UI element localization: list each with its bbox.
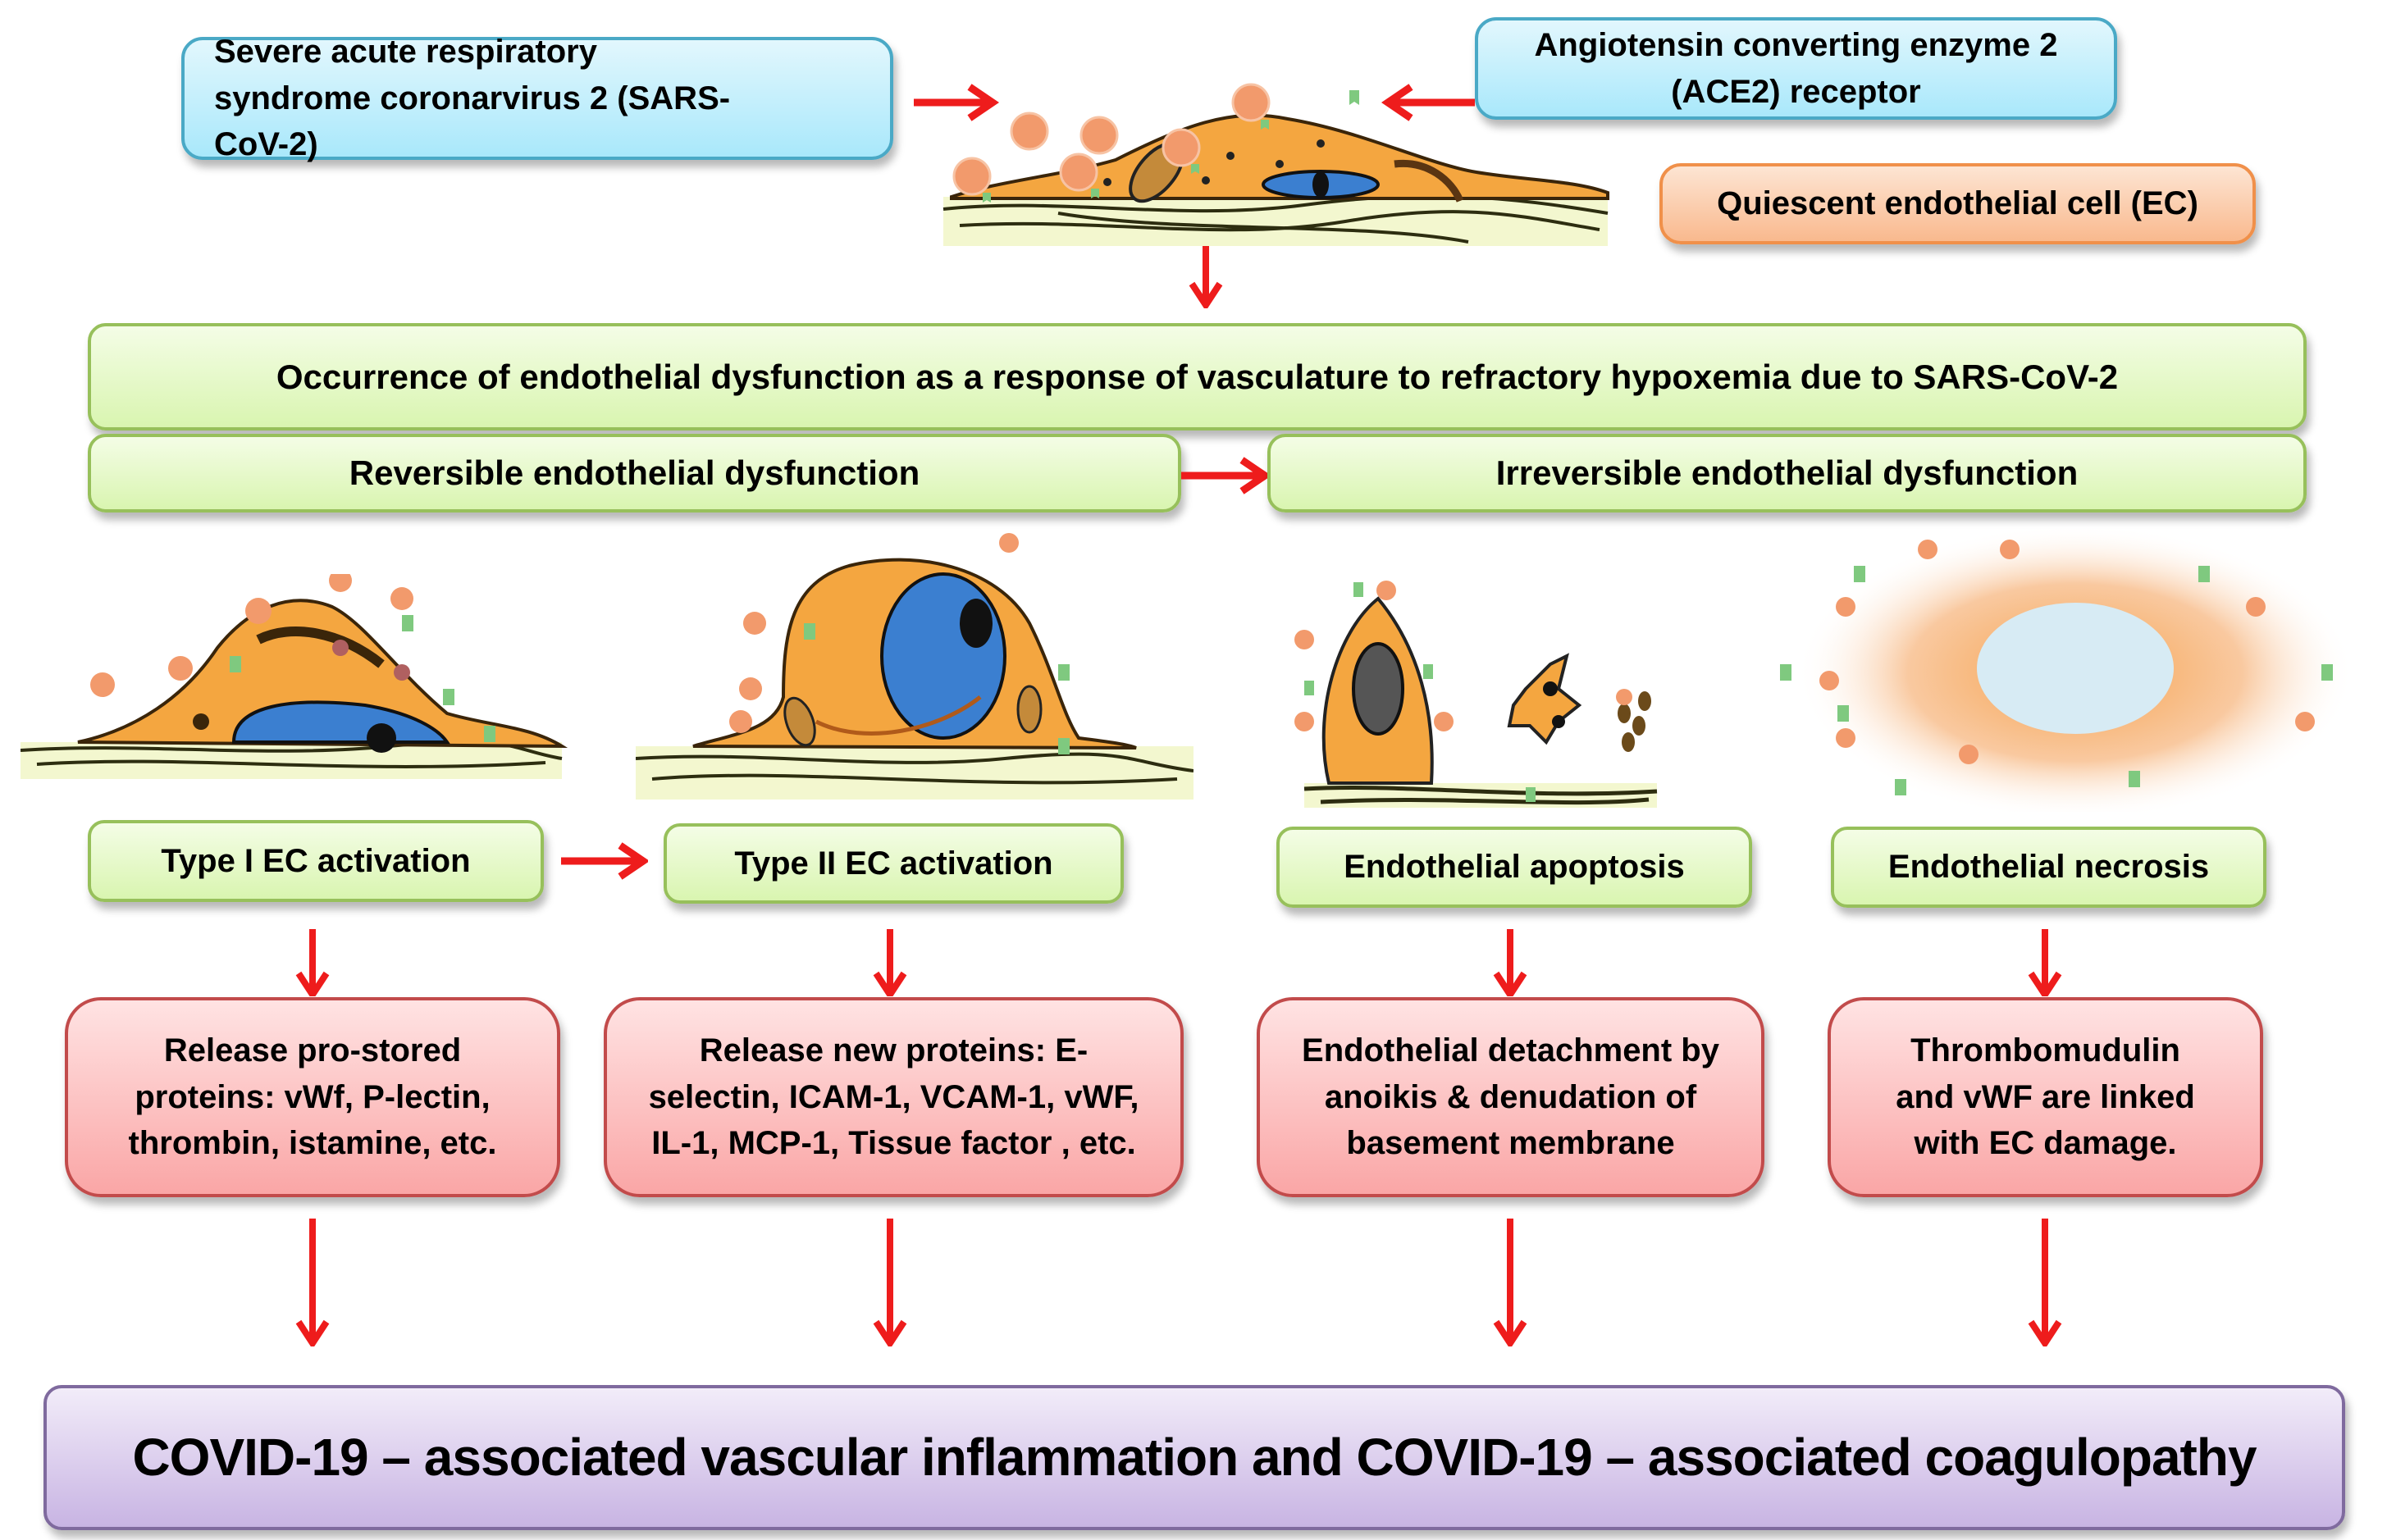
outcome-box-type1: Release pro-stored proteins: vWf, P-lect… (65, 997, 560, 1197)
outcome-box-necrosis: Thrombomudulin and vWF are linked with E… (1828, 997, 2263, 1197)
arrow-stage1-down (295, 929, 330, 996)
outcome-label: Thrombomudulin and vWF are linked with E… (1896, 1032, 2195, 1162)
final-outcome-box: COVID-19 – associated vascular inflammat… (43, 1385, 2345, 1530)
arrow-stage4-down (2028, 929, 2062, 996)
ace2-receptor-label: Angiotensin converting enzyme 2 (ACE2) r… (1534, 26, 2058, 110)
final-outcome-label: COVID-19 – associated vascular inflammat… (132, 1428, 2257, 1488)
arrow-outcome3-to-final (1493, 1219, 1527, 1346)
arrow-outcome2-to-final (873, 1219, 907, 1346)
stage-box-type1-activation: Type I EC activation (88, 820, 544, 902)
reversible-dysfunction-label: Reversible endothelial dysfunction (349, 453, 920, 493)
arrow-sars-to-cell (914, 84, 1000, 121)
outcome-box-type2: Release new proteins: E-selectin, ICAM-1… (604, 997, 1184, 1197)
outcome-label: Release new proteins: E-selectin, ICAM-1… (648, 1032, 1139, 1162)
stage-box-type2-activation: Type II EC activation (664, 823, 1124, 904)
reversible-dysfunction-box: Reversible endothelial dysfunction (88, 434, 1181, 513)
stage-label: Endothelial apoptosis (1344, 849, 1685, 886)
irreversible-dysfunction-label: Irreversible endothelial dysfunction (1495, 453, 2079, 493)
arrow-cell-to-dysfunction (1189, 246, 1223, 308)
quiescent-cell-illustration (942, 83, 1609, 246)
endothelial-dysfunction-box: Occurrence of endothelial dysfunction as… (88, 323, 2307, 431)
arrow-outcome4-to-final (2028, 1219, 2062, 1346)
stage-label: Type I EC activation (161, 842, 471, 879)
arrow-type1-to-type2 (561, 842, 648, 880)
stage-box-apoptosis: Endothelial apoptosis (1276, 827, 1752, 908)
quiescent-ec-box: Quiescent endothelial cell (EC) (1659, 163, 2256, 244)
arrow-outcome1-to-final (295, 1219, 330, 1346)
ace2-receptor-icon (983, 90, 1359, 203)
irreversible-dysfunction-box: Irreversible endothelial dysfunction (1267, 434, 2307, 513)
apoptotic-cell-illustration (1294, 581, 1658, 808)
outcome-label: Release pro-stored proteins: vWf, P-lect… (128, 1032, 497, 1162)
outcome-label: Endothelial detachment by anoikis & denu… (1302, 1032, 1719, 1162)
necrotic-cell-illustration (1780, 525, 2354, 812)
sars-cov-2-label: Severe acute respiratory syndrome corona… (214, 33, 731, 163)
quiescent-ec-label: Quiescent endothelial cell (EC) (1717, 185, 2198, 222)
ace2-receptor-box: Angiotensin converting enzyme 2 (ACE2) r… (1475, 17, 2117, 120)
arrow-stage3-down (1493, 929, 1527, 996)
endothelial-dysfunction-label: Occurrence of endothelial dysfunction as… (276, 357, 2119, 396)
stage-box-necrosis: Endothelial necrosis (1831, 827, 2266, 908)
virus-particle-icon (952, 83, 1271, 196)
arrow-stage2-down (873, 929, 907, 996)
stage-label: Endothelial necrosis (1887, 849, 2210, 886)
type2-activated-cell-illustration (636, 533, 1194, 800)
stage-label: Type II EC activation (734, 845, 1053, 882)
outcome-box-apoptosis: Endothelial detachment by anoikis & denu… (1257, 997, 1764, 1197)
arrow-reversible-to-irreversible (1181, 457, 1270, 494)
arrow-ace2-to-receptor (1381, 84, 1475, 121)
type1-activated-cell-illustration (21, 574, 568, 779)
sars-cov-2-box: Severe acute respiratory syndrome corona… (181, 34, 893, 162)
